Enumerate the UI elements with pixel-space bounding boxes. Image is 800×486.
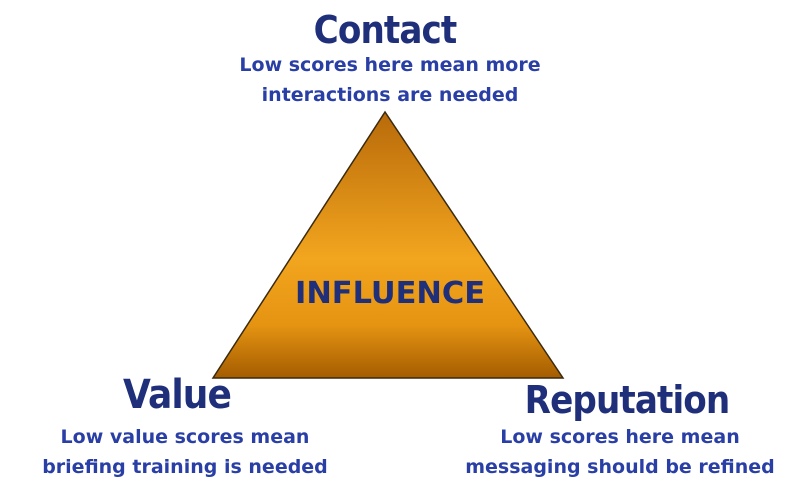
value-title: Value	[122, 372, 232, 418]
contact-description-line: interactions are needed	[261, 84, 519, 106]
contact-title: Contact	[313, 8, 458, 52]
contact-description: Low scores here mean more interactions a…	[210, 50, 570, 110]
value-description-line: briefing training is needed	[42, 456, 328, 478]
contact-description-line: Low scores here mean more	[239, 54, 541, 76]
influence-triangle	[211, 110, 565, 379]
value-description: Low value scores mean briefing training …	[0, 422, 370, 482]
reputation-description-line: messaging should be refined	[465, 456, 775, 478]
value-description-line: Low value scores mean	[60, 426, 310, 448]
reputation-description: Low scores here mean messaging should be…	[440, 422, 800, 482]
center-label: INFLUENCE	[295, 276, 485, 311]
reputation-description-line: Low scores here mean	[500, 426, 740, 448]
reputation-title: Reputation	[524, 378, 731, 422]
